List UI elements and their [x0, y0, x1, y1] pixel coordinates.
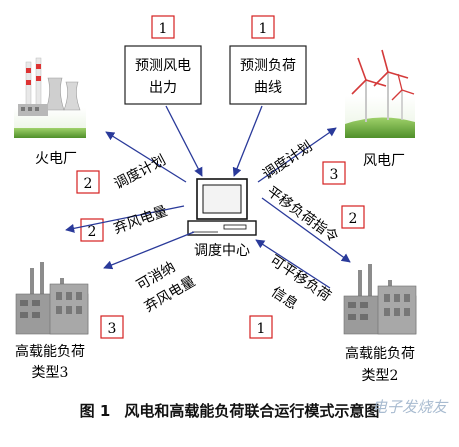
badge-right-lower: 1: [249, 315, 273, 339]
dispatch-computer-icon: [187, 178, 257, 236]
svg-text:2: 2: [84, 176, 93, 192]
load-type2-line1: 高载能负荷: [345, 345, 415, 362]
svg-text:1: 1: [257, 321, 266, 337]
svg-text:3: 3: [330, 167, 339, 183]
wind-farm-label: 风电厂: [363, 153, 405, 169]
arrow-wind-forecast: [165, 105, 203, 177]
load-forecast-line1: 预测负荷: [240, 58, 296, 74]
arrow-to-thermal: [105, 131, 187, 183]
load-type3-line2: 类型3: [32, 365, 69, 381]
svg-text:1: 1: [159, 21, 168, 37]
svg-text:2: 2: [88, 224, 97, 240]
wind-forecast-line1: 预测风电: [135, 58, 191, 74]
watermark: 电子发烧友: [371, 398, 447, 416]
label-shiftable-2: 信息: [268, 283, 301, 313]
badge-top-left: 1: [151, 15, 175, 39]
badge-top-right: 1: [251, 15, 275, 39]
svg-text:1: 1: [259, 21, 268, 37]
arrow-absorbable: [103, 231, 195, 270]
figure-caption: 图 1 风电和高载能负荷联合运行模式示意图: [0, 400, 459, 421]
load-type3-icon: [15, 262, 89, 335]
arrow-shiftable: [255, 239, 331, 289]
wind-farm-icon: [345, 49, 415, 138]
wind-forecast-box: 预测风电 出力: [124, 45, 202, 105]
badge-left-lower: 3: [100, 315, 124, 339]
arrow-to-wind: [257, 127, 337, 183]
arrow-shift-command: [261, 197, 351, 263]
thermal-plant-label: 火电厂: [35, 151, 77, 167]
badge-right-mid: 2: [341, 205, 365, 229]
load-forecast-box: 预测负荷 曲线: [229, 45, 307, 105]
arrow-curtail: [65, 205, 185, 233]
label-curtail: 弃风电量: [112, 203, 170, 237]
label-shift-command: 平移负荷指令: [264, 184, 341, 246]
load-type2-icon: [343, 264, 417, 335]
label-to-wind: 调度计划: [260, 138, 315, 183]
label-to-thermal: 调度计划: [112, 152, 169, 192]
svg-text:2: 2: [349, 211, 358, 227]
badge-left-upper: 2: [76, 170, 100, 194]
badge-right-upper: 3: [322, 161, 346, 185]
load-forecast-line2: 曲线: [254, 80, 282, 96]
load-type2-line2: 类型2: [362, 368, 399, 384]
svg-text:3: 3: [108, 321, 117, 337]
dispatch-center-label: 调度中心: [194, 243, 250, 259]
figure-title: 风电和高载能负荷联合运行模式示意图: [124, 402, 380, 420]
arrow-load-forecast: [232, 105, 263, 177]
badge-left-mid: 2: [80, 218, 104, 242]
wind-forecast-line2: 出力: [149, 80, 177, 96]
thermal-plant-icon: [14, 57, 86, 138]
load-type3-line1: 高载能负荷: [15, 343, 85, 360]
figure-number: 图 1: [79, 402, 111, 420]
